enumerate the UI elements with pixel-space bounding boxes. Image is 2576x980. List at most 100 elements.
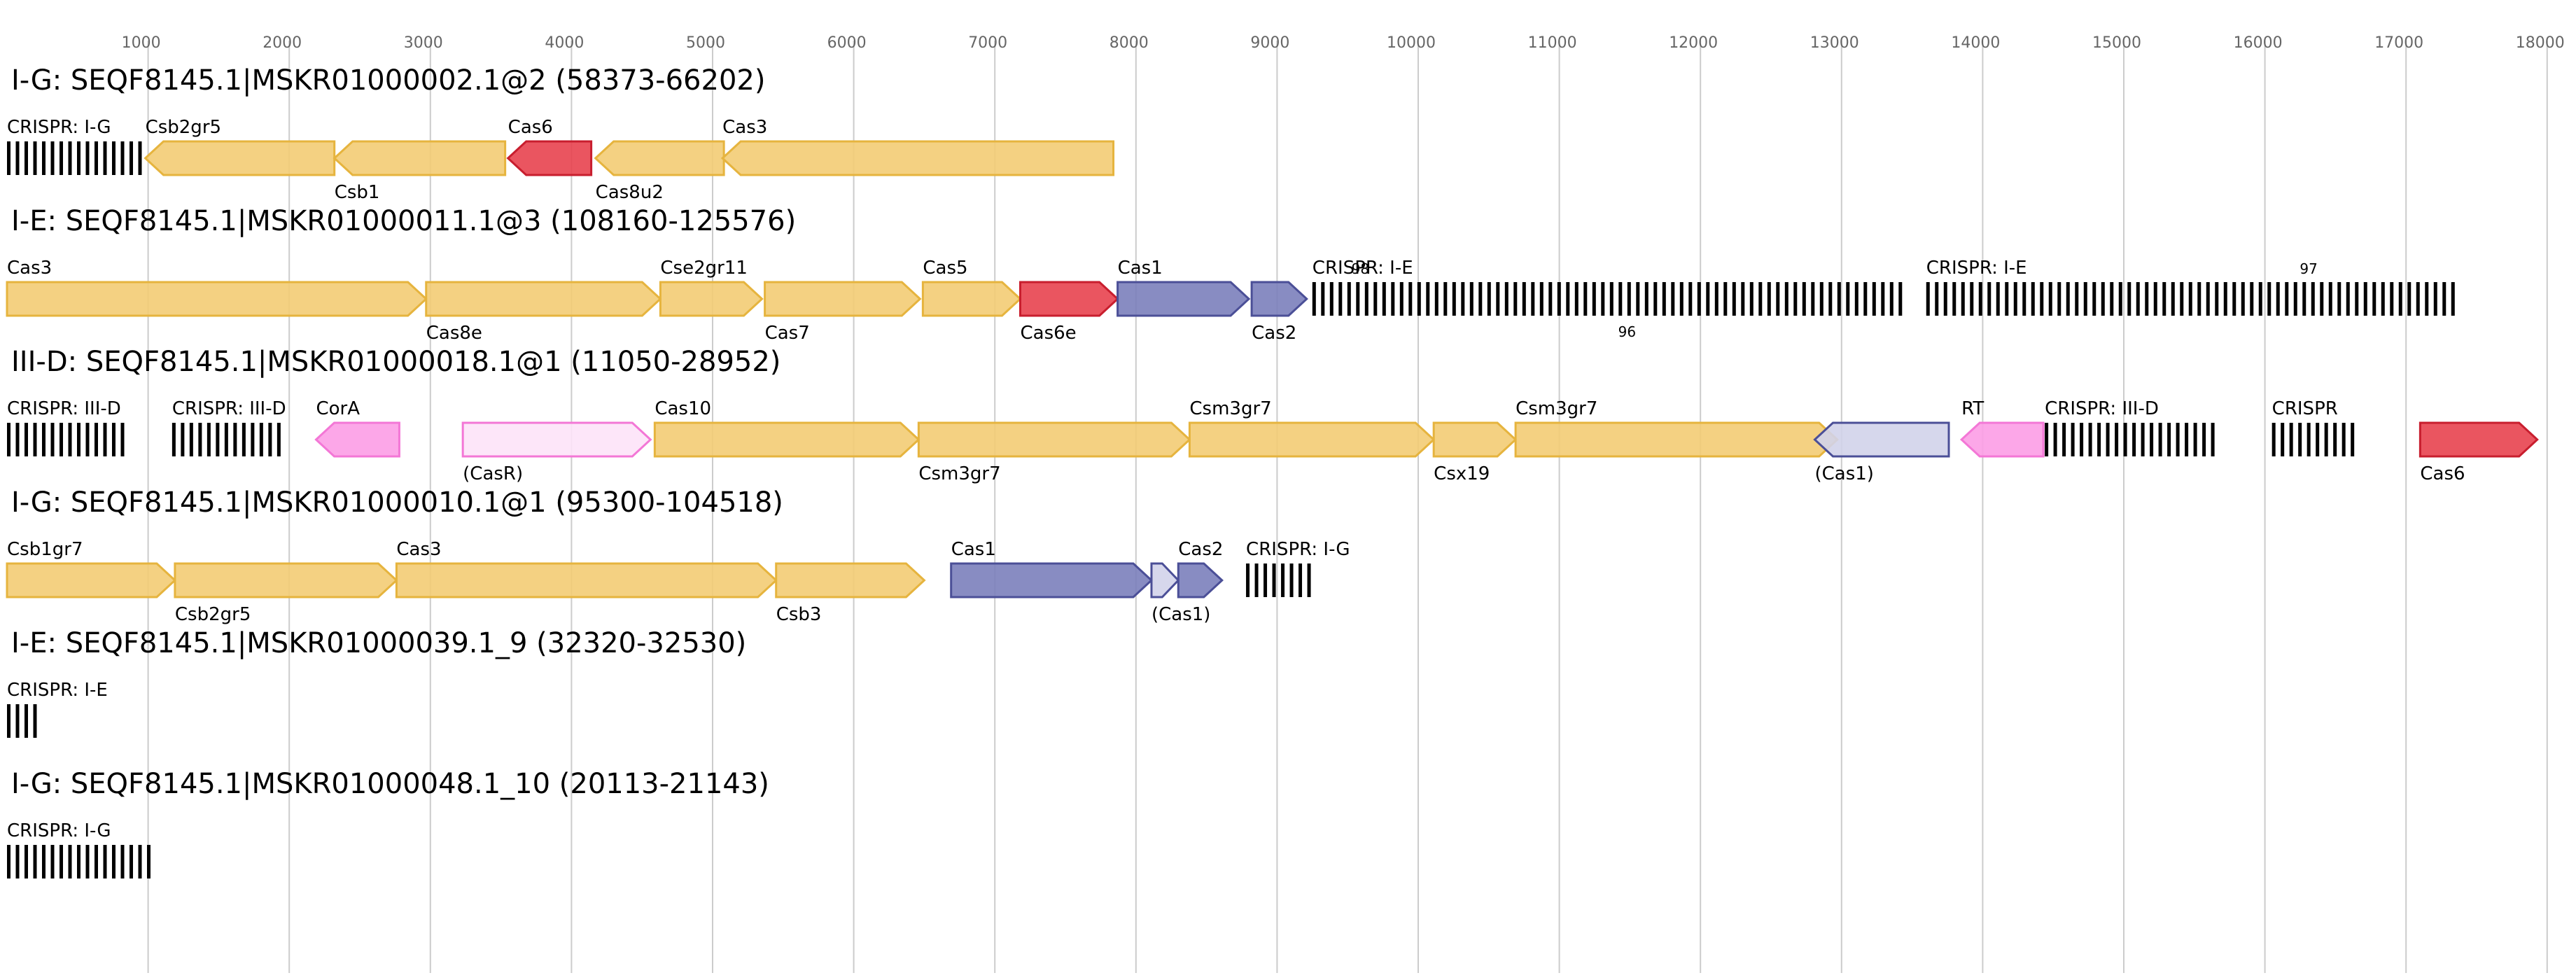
- crispr-repeat: [2048, 282, 2052, 316]
- crispr-array: [1246, 564, 1311, 597]
- crispr-repeat: [1391, 282, 1395, 316]
- crispr-repeat: [241, 423, 246, 456]
- gene-label: Cas3: [722, 117, 767, 138]
- crispr-repeat: [2167, 423, 2171, 456]
- crispr-repeat: [33, 845, 37, 878]
- crispr-repeat: [206, 423, 211, 456]
- crispr-repeat: [2162, 282, 2166, 316]
- crispr-repeat: [2324, 423, 2328, 456]
- crispr-repeat: [1557, 282, 1561, 316]
- x-tick-label: 11000: [1528, 34, 1577, 52]
- spacer-count-label: 98: [1352, 260, 1369, 277]
- crispr-label: CRISPR: I-E: [1926, 258, 2027, 279]
- crispr-repeat: [7, 704, 10, 738]
- gene-label: RT: [1961, 398, 1984, 419]
- crispr-repeat: [59, 141, 63, 175]
- crispr-repeat: [1399, 282, 1404, 316]
- crispr-repeat: [1496, 282, 1500, 316]
- x-tick-label: 6000: [827, 34, 867, 52]
- crispr-repeat: [2040, 282, 2044, 316]
- crispr-repeat: [2202, 423, 2206, 456]
- crispr-repeat: [2197, 282, 2202, 316]
- crispr-repeat: [2088, 423, 2092, 456]
- crispr-repeat: [1881, 282, 1885, 316]
- crispr-repeat: [2306, 423, 2311, 456]
- crispr-label: CRISPR: III-D: [7, 398, 121, 419]
- gene-label: CorA: [316, 398, 360, 419]
- crispr-repeat: [2342, 423, 2346, 456]
- crispr-repeat: [33, 141, 37, 175]
- gene-arrow: [1188, 421, 1436, 458]
- crispr-repeat: [1943, 282, 1947, 316]
- locus-title: I-G: SEQF8145.1|MSKR01000048.1_10 (20113…: [11, 768, 769, 800]
- x-tick-label: 5000: [686, 34, 725, 52]
- crispr-repeat: [1364, 282, 1368, 316]
- crispr-repeat: [2381, 282, 2385, 316]
- crispr-repeat: [2110, 282, 2114, 316]
- gene-label: Csm3gr7: [1189, 398, 1271, 419]
- crispr-repeat: [120, 141, 125, 175]
- crispr-repeat: [94, 141, 98, 175]
- crispr-repeat: [130, 141, 133, 175]
- crispr-repeat: [276, 423, 281, 456]
- x-tick-label: 1000: [122, 34, 161, 52]
- crispr-array: [1312, 282, 1903, 316]
- gene-arrow: [1432, 421, 1518, 458]
- crispr-repeat: [2092, 282, 2096, 316]
- crispr-repeat: [1461, 282, 1465, 316]
- crispr-repeat: [216, 423, 220, 456]
- crispr-repeat: [2127, 282, 2132, 316]
- crispr-repeat: [224, 423, 228, 456]
- crispr-repeat: [1281, 564, 1285, 597]
- gene-label: Csb2gr5: [146, 117, 221, 138]
- crispr-repeat: [112, 423, 115, 456]
- crispr-repeat: [15, 704, 20, 738]
- crispr-repeat: [1706, 282, 1710, 316]
- crispr-repeat: [2425, 282, 2429, 316]
- gene-arrow: [1177, 562, 1224, 598]
- crispr-repeat: [2316, 423, 2320, 456]
- x-tick-label: 12000: [1669, 34, 1718, 52]
- crispr-repeat: [2083, 282, 2087, 316]
- crispr-repeat: [94, 423, 98, 456]
- crispr-repeat: [1627, 282, 1631, 316]
- crispr-repeat: [2141, 423, 2145, 456]
- crispr-repeat: [1312, 282, 1316, 316]
- gene-arrow: [594, 140, 725, 176]
- crispr-repeat: [2232, 282, 2236, 316]
- crispr-repeat: [1776, 282, 1780, 316]
- crispr-repeat: [2390, 282, 2394, 316]
- crispr-repeat: [2302, 282, 2306, 316]
- crispr-repeat: [1574, 282, 1578, 316]
- crispr-repeat: [68, 845, 72, 878]
- crispr-repeat: [2053, 423, 2057, 456]
- gene-label: Cas5: [923, 258, 967, 279]
- gene-label: Csb1: [335, 182, 380, 203]
- gene-arrow: [653, 421, 920, 458]
- crispr-repeat: [2097, 423, 2101, 456]
- x-tick-label: 2000: [262, 34, 302, 52]
- crispr-repeat: [15, 845, 20, 878]
- crispr-repeat: [1298, 564, 1303, 597]
- x-tick-label: 10000: [1387, 34, 1436, 52]
- crispr-array: [7, 423, 125, 456]
- gene-arrow: [950, 562, 1154, 598]
- gene-arrow: [332, 140, 507, 176]
- gene-label: Cas7: [765, 323, 810, 344]
- gene-arrow: [764, 281, 922, 317]
- locus-title: I-G: SEQF8145.1|MSKR01000002.1@2 (58373-…: [11, 64, 765, 97]
- crispr-repeat: [50, 845, 55, 878]
- crispr-repeat: [2057, 282, 2062, 316]
- crispr-repeat: [2045, 423, 2049, 456]
- crispr-repeat: [1469, 282, 1474, 316]
- crispr-array: [172, 423, 281, 456]
- crispr-repeat: [2066, 282, 2070, 316]
- crispr-repeat: [1566, 282, 1570, 316]
- crispr-repeat: [1898, 282, 1903, 316]
- x-tick-label: 9000: [1250, 34, 1289, 52]
- x-tick-label: 16000: [2234, 34, 2283, 52]
- crispr-repeat: [2442, 282, 2446, 316]
- crispr-repeat: [24, 845, 28, 878]
- crispr-repeat: [7, 845, 10, 878]
- crispr-repeat: [130, 845, 133, 878]
